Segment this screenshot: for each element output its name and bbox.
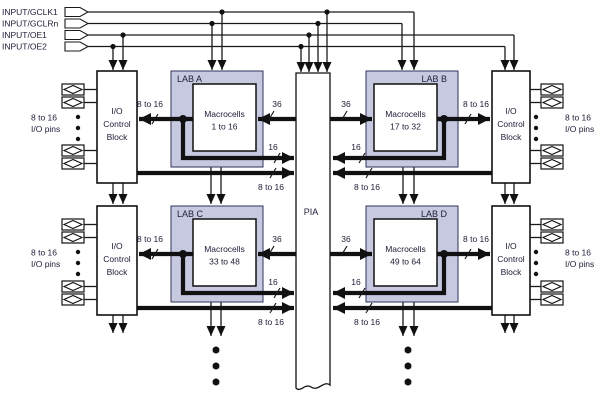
io-block-text: Control xyxy=(497,119,525,129)
bus-label-36: 36 xyxy=(341,99,351,109)
io-pins-left: 8 to 16 I/O pins 8 to 16 I/O pins xyxy=(31,83,98,306)
io-control-block-bottom-left: I/O Control Block xyxy=(96,205,138,316)
macrocells-a-box: Macrocells 1 to 16 xyxy=(192,83,257,152)
io-pin-icon xyxy=(61,157,98,170)
io-pins-label: I/O pins xyxy=(565,124,594,134)
input-pin-icon xyxy=(64,29,90,41)
io-pin-icon xyxy=(529,96,564,109)
macrocells-a-range: 1 to 16 xyxy=(212,122,238,132)
io-block-text: Control xyxy=(103,119,131,129)
bus-label-8to16: 8 to 16 xyxy=(137,234,163,244)
macrocells-b-label: Macrocells xyxy=(385,109,426,119)
block-chain-arrows xyxy=(108,167,519,336)
bus-label-36: 36 xyxy=(341,234,351,244)
io-pin-icon xyxy=(529,231,564,244)
input-label-oe2: INPUT/OE2 xyxy=(2,42,47,52)
io-block-text: Control xyxy=(103,254,131,264)
bus-width-labels: 8 to 16 36 16 8 to 16 36 8 to 16 16 8 to… xyxy=(137,99,489,327)
io-pin-icon xyxy=(61,293,98,306)
input-label-oe1: INPUT/OE1 xyxy=(2,30,47,40)
bus-label-36: 36 xyxy=(272,234,282,244)
macrocells-c-label: Macrocells xyxy=(204,244,245,254)
macrocells-d-box: Macrocells 49 to 64 xyxy=(373,218,438,287)
macrocells-a-label: Macrocells xyxy=(204,109,245,119)
bus-label-16: 16 xyxy=(268,142,278,152)
bus-label-8to16: 8 to 16 xyxy=(137,99,163,109)
bus-label-16: 16 xyxy=(351,142,361,152)
io-block-text: Block xyxy=(107,132,129,142)
io-block-text: I/O xyxy=(505,241,517,251)
macrocells-d-range: 49 to 64 xyxy=(390,257,421,267)
io-control-block-top-right: I/O Control Block xyxy=(491,70,531,184)
io-pin-icon xyxy=(529,293,564,306)
io-block-text: I/O xyxy=(505,106,517,116)
lab-c-name: LAB C xyxy=(177,209,204,219)
input-pin-icon xyxy=(64,41,90,52)
io-pins-count-label: 8 to 16 xyxy=(31,113,57,123)
io-pin-icon xyxy=(529,157,564,170)
input-label-gclk1: INPUT/GCLK1 xyxy=(2,7,58,17)
bus-label-8to16: 8 to 16 xyxy=(463,234,489,244)
input-pin-icon xyxy=(64,18,90,29)
input-pin-icon xyxy=(64,6,90,18)
bus-label-16: 16 xyxy=(268,277,278,287)
macrocells-c-box: Macrocells 33 to 48 xyxy=(192,218,257,287)
macrocells-b-range: 17 to 32 xyxy=(390,122,421,132)
io-pin-icon xyxy=(61,144,98,157)
bus-label-16: 16 xyxy=(351,277,361,287)
pia-box xyxy=(295,72,331,391)
io-pins-label: I/O pins xyxy=(31,259,60,269)
io-pins-count-label: 8 to 16 xyxy=(565,248,591,258)
io-block-text: I/O xyxy=(111,241,123,251)
global-signal-lines xyxy=(88,11,514,48)
io-block-text: Block xyxy=(107,267,129,277)
io-control-block-top-left: I/O Control Block xyxy=(96,70,138,184)
macrocells-c-range: 33 to 48 xyxy=(209,257,240,267)
continuation-dots xyxy=(212,346,412,386)
lab-a-name: LAB A xyxy=(177,74,202,84)
macrocells-b-box: Macrocells 17 to 32 xyxy=(373,83,438,152)
io-control-block-bottom-right: I/O Control Block xyxy=(491,205,531,316)
global-input-labels: INPUT/GCLK1 INPUT/GCLRn INPUT/OE1 INPUT/… xyxy=(2,6,90,52)
io-pins-count-label: 8 to 16 xyxy=(565,113,591,123)
bus-width-slashes xyxy=(151,110,472,314)
bus-label-8to16: 8 to 16 xyxy=(463,99,489,109)
io-pin-icon xyxy=(529,218,564,231)
io-block-text: I/O xyxy=(111,106,123,116)
global-signal-drop-arrows xyxy=(108,9,519,72)
io-pin-icon xyxy=(61,280,98,293)
io-pins-right: 8 to 16 I/O pins 8 to 16 I/O pins xyxy=(529,83,594,306)
io-pins-count-label: 8 to 16 xyxy=(31,248,57,258)
bus-label-36: 36 xyxy=(272,99,282,109)
io-pin-icon xyxy=(529,280,564,293)
macrocells-d-label: Macrocells xyxy=(385,244,426,254)
io-pin-icon xyxy=(61,83,98,96)
io-block-text: Block xyxy=(501,132,523,142)
io-pin-icon xyxy=(529,83,564,96)
io-pin-icon xyxy=(61,218,98,231)
bus-label-8to16: 8 to 16 xyxy=(354,317,380,327)
io-pin-icon xyxy=(61,231,98,244)
io-block-text: Control xyxy=(497,254,525,264)
input-label-gclrn: INPUT/GCLRn xyxy=(2,19,58,29)
lab-b-name: LAB B xyxy=(421,74,447,84)
bus-label-8to16: 8 to 16 xyxy=(258,317,284,327)
bus-label-8to16: 8 to 16 xyxy=(354,182,380,192)
io-block-text: Block xyxy=(501,267,523,277)
io-pin-icon xyxy=(529,144,564,157)
pia-block: PIA xyxy=(295,72,331,391)
io-pins-label: I/O pins xyxy=(31,124,60,134)
io-pin-icon xyxy=(61,96,98,109)
bus-arrows xyxy=(137,113,492,314)
bus-label-8to16: 8 to 16 xyxy=(258,182,284,192)
pia-label: PIA xyxy=(304,207,319,217)
lab-d-name: LAB D xyxy=(421,209,448,219)
io-pins-label: I/O pins xyxy=(565,259,594,269)
